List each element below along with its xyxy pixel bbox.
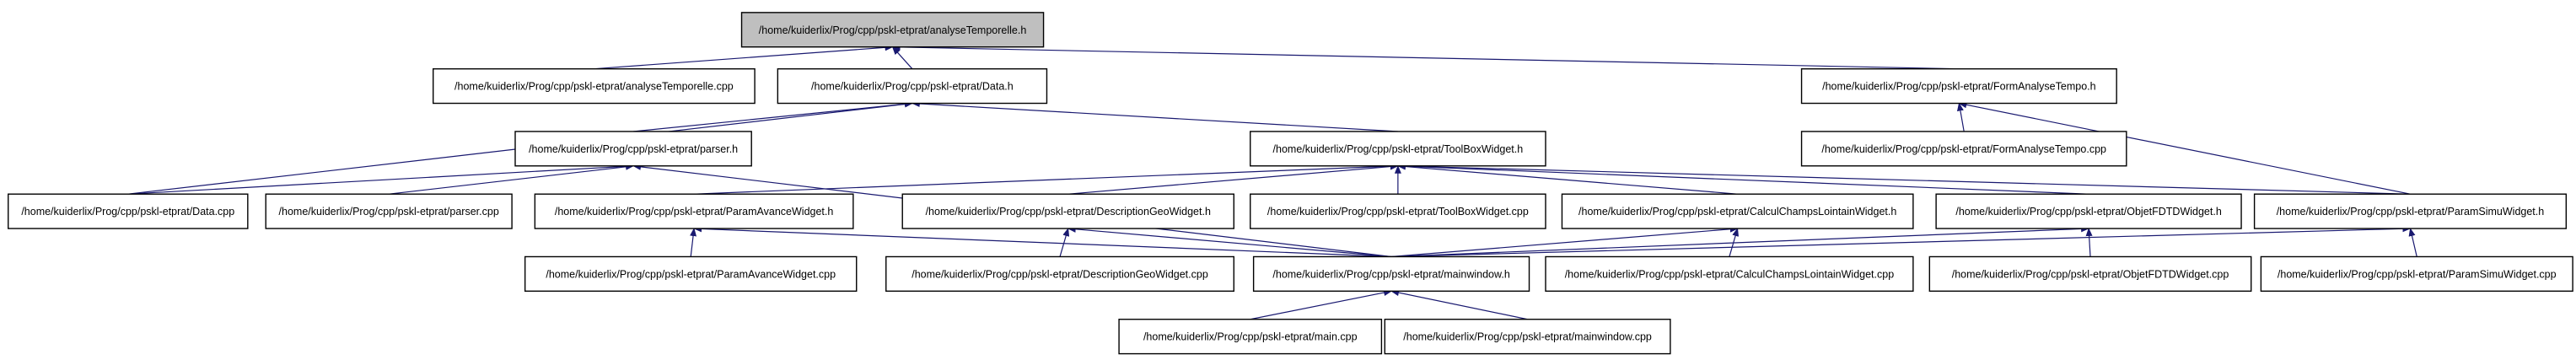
edge-ParamAvanceWidget_cpp-to-ParamAvanceWidget_h (690, 228, 697, 257)
edge-ObjetFDTDWidget_h-to-ToolBoxWidget_h (1396, 163, 2089, 195)
node-label: /home/kuiderlix/Prog/cpp/pskl-etprat/mai… (1143, 331, 1358, 343)
node-box (1935, 193, 2242, 229)
node-Data_h[interactable]: /home/kuiderlix/Prog/cpp/pskl-etprat/Dat… (777, 67, 1048, 105)
edge-ObjetFDTDWidget_cpp-to-ObjetFDTDWidget_h (2085, 228, 2093, 257)
node-label: /home/kuiderlix/Prog/cpp/pskl-etprat/Too… (1273, 143, 1524, 155)
node-CalculChampsLointainWidget_cpp[interactable]: /home/kuiderlix/Prog/cpp/pskl-etprat/Cal… (1545, 255, 1914, 293)
node-ParamSimuWidget_cpp[interactable]: /home/kuiderlix/Prog/cpp/pskl-etprat/Par… (2260, 255, 2573, 293)
node-box (8, 193, 249, 229)
node-box (433, 67, 756, 105)
edge-DescriptionGeoWidget_h-to-ToolBoxWidget_h (1068, 163, 1399, 195)
node-box (1561, 193, 1914, 229)
edge-ToolBoxWidget_h-to-Data_h (911, 100, 1398, 132)
node-box (1928, 255, 2252, 293)
node-box (901, 193, 1234, 229)
node-ParamAvanceWidget_h[interactable]: /home/kuiderlix/Prog/cpp/pskl-etprat/Par… (534, 193, 854, 229)
node-label: /home/kuiderlix/Prog/cpp/pskl-etprat/Par… (2278, 268, 2557, 280)
edge-mainwindow_h-to-CalculChampsLointainWidget_h (1391, 225, 1739, 258)
node-FormAnalyseTempo_h[interactable]: /home/kuiderlix/Prog/cpp/pskl-etprat/For… (1800, 67, 2117, 105)
nodes-layer: /home/kuiderlix/Prog/cpp/pskl-etprat/ana… (8, 12, 2573, 355)
edge-DescriptionGeoWidget_cpp-to-DescriptionGeoWidget_h (1059, 228, 1070, 257)
node-Data_cpp[interactable]: /home/kuiderlix/Prog/cpp/pskl-etprat/Dat… (8, 193, 249, 229)
edge-ParamSimuWidget_cpp-to-ParamSimuWidget_h (2408, 228, 2417, 257)
node-label: /home/kuiderlix/Prog/cpp/pskl-etprat/Des… (912, 268, 1208, 280)
node-box (1384, 319, 1671, 355)
node-label: /home/kuiderlix/Prog/cpp/pskl-etprat/ana… (759, 24, 1027, 36)
node-label: /home/kuiderlix/Prog/cpp/pskl-etprat/Par… (2277, 206, 2545, 218)
node-mainwindow_h[interactable]: /home/kuiderlix/Prog/cpp/pskl-etprat/mai… (1252, 255, 1530, 293)
node-label: /home/kuiderlix/Prog/cpp/pskl-etprat/par… (529, 143, 738, 155)
node-mainwindow_cpp[interactable]: /home/kuiderlix/Prog/cpp/pskl-etprat/mai… (1384, 319, 1671, 355)
node-box (1545, 255, 1914, 293)
node-ParamAvanceWidget_cpp[interactable]: /home/kuiderlix/Prog/cpp/pskl-etprat/Par… (524, 255, 858, 293)
node-label: /home/kuiderlix/Prog/cpp/pskl-etprat/Dat… (811, 81, 1014, 93)
edge-mainwindow_h-to-ObjetFDTDWidget_h (1391, 225, 2090, 258)
node-ToolBoxWidget_cpp[interactable]: /home/kuiderlix/Prog/cpp/pskl-etprat/Too… (1250, 193, 1546, 229)
node-box (740, 12, 1045, 48)
edge-ParamAvanceWidget_h-to-ToolBoxWidget_h (694, 163, 1399, 195)
edge-FormAnalyseTempo_cpp-to-FormAnalyseTempo_h (1956, 102, 1965, 132)
node-box (524, 255, 858, 293)
node-ParamSimuWidget_h[interactable]: /home/kuiderlix/Prog/cpp/pskl-etprat/Par… (2253, 193, 2568, 229)
node-label: /home/kuiderlix/Prog/cpp/pskl-etprat/Cal… (1565, 268, 1895, 280)
node-ObjetFDTDWidget_cpp[interactable]: /home/kuiderlix/Prog/cpp/pskl-etprat/Obj… (1928, 255, 2252, 293)
node-label: /home/kuiderlix/Prog/cpp/pskl-etprat/Des… (926, 206, 1211, 218)
node-label: /home/kuiderlix/Prog/cpp/pskl-etprat/For… (1821, 143, 2106, 155)
node-analyseTemporelle_h[interactable]: /home/kuiderlix/Prog/cpp/pskl-etprat/ana… (740, 12, 1045, 48)
edge-FormAnalyseTempo_h-to-analyseTemporelle_h (891, 43, 1960, 70)
node-label: /home/kuiderlix/Prog/cpp/pskl-etprat/ana… (454, 81, 734, 93)
edge-CalculChampsLointainWidget_h-to-ToolBoxWidget_h (1396, 163, 1738, 195)
edge-mainwindow_cpp-to-mainwindow_h (1390, 289, 1528, 320)
node-CalculChampsLointainWidget_h[interactable]: /home/kuiderlix/Prog/cpp/pskl-etprat/Cal… (1561, 193, 1914, 229)
node-box (534, 193, 854, 229)
node-FormAnalyseTempo_cpp[interactable]: /home/kuiderlix/Prog/cpp/pskl-etprat/For… (1800, 131, 2127, 167)
node-analyseTemporelle_cpp[interactable]: /home/kuiderlix/Prog/cpp/pskl-etprat/ana… (433, 67, 756, 105)
node-box (265, 193, 513, 229)
edge-analyseTemporelle_cpp-to-analyseTemporelle_h (594, 44, 894, 70)
node-DescriptionGeoWidget_h[interactable]: /home/kuiderlix/Prog/cpp/pskl-etprat/Des… (901, 193, 1234, 229)
node-label: /home/kuiderlix/Prog/cpp/pskl-etprat/For… (1822, 81, 2095, 93)
node-main_cpp[interactable]: /home/kuiderlix/Prog/cpp/pskl-etprat/mai… (1118, 319, 1383, 355)
node-ObjetFDTDWidget_h[interactable]: /home/kuiderlix/Prog/cpp/pskl-etprat/Obj… (1935, 193, 2242, 229)
node-box (2260, 255, 2573, 293)
node-label: /home/kuiderlix/Prog/cpp/pskl-etprat/Cal… (1578, 206, 1896, 218)
edges-layer (127, 43, 2417, 320)
node-ToolBoxWidget_h[interactable]: /home/kuiderlix/Prog/cpp/pskl-etprat/Too… (1250, 131, 1546, 167)
node-label: /home/kuiderlix/Prog/cpp/pskl-etprat/Dat… (21, 206, 234, 218)
node-box (514, 131, 752, 167)
node-box (885, 255, 1234, 293)
node-label: /home/kuiderlix/Prog/cpp/pskl-etprat/mai… (1403, 331, 1652, 343)
edge-mainwindow_h-to-ParamAvanceWidget_h (693, 225, 1392, 258)
node-box (1118, 319, 1383, 355)
node-label: /home/kuiderlix/Prog/cpp/pskl-etprat/par… (279, 206, 499, 218)
node-label: /home/kuiderlix/Prog/cpp/pskl-etprat/Par… (546, 268, 836, 280)
edge-mainwindow_h-to-DescriptionGeoWidget_h (1067, 225, 1392, 258)
node-label: /home/kuiderlix/Prog/cpp/pskl-etprat/mai… (1272, 268, 1509, 280)
edge-ParamSimuWidget_h-to-ToolBoxWidget_h (1396, 163, 2411, 195)
edge-parser_h-to-Data_h (633, 100, 913, 132)
node-parser_cpp[interactable]: /home/kuiderlix/Prog/cpp/pskl-etprat/par… (265, 193, 513, 229)
node-parser_h[interactable]: /home/kuiderlix/Prog/cpp/pskl-etprat/par… (514, 131, 752, 167)
node-box (1252, 255, 1530, 293)
edge-parser_cpp-to-parser_h (389, 163, 635, 195)
edge-main_cpp-to-mainwindow_h (1250, 289, 1393, 320)
edge-ParamSimuWidget_h-to-FormAnalyseTempo_h (1958, 101, 2411, 195)
node-box (1800, 67, 2117, 105)
node-box (1250, 193, 1546, 229)
node-label: /home/kuiderlix/Prog/cpp/pskl-etprat/Par… (555, 206, 834, 218)
node-label: /home/kuiderlix/Prog/cpp/pskl-etprat/Obj… (1955, 206, 2221, 218)
node-box (777, 67, 1048, 105)
edge-Data_cpp-to-parser_h (127, 163, 635, 195)
edge-Data_h-to-analyseTemporelle_h (891, 46, 913, 70)
edge-mainwindow_h-to-ParamSimuWidget_h (1391, 225, 2412, 258)
node-box (1800, 131, 2127, 167)
node-label: /home/kuiderlix/Prog/cpp/pskl-etprat/Obj… (1952, 268, 2229, 280)
node-box (2253, 193, 2568, 229)
node-box (1250, 131, 1546, 167)
node-DescriptionGeoWidget_cpp[interactable]: /home/kuiderlix/Prog/cpp/pskl-etprat/Des… (885, 255, 1234, 293)
node-label: /home/kuiderlix/Prog/cpp/pskl-etprat/Too… (1267, 206, 1529, 218)
